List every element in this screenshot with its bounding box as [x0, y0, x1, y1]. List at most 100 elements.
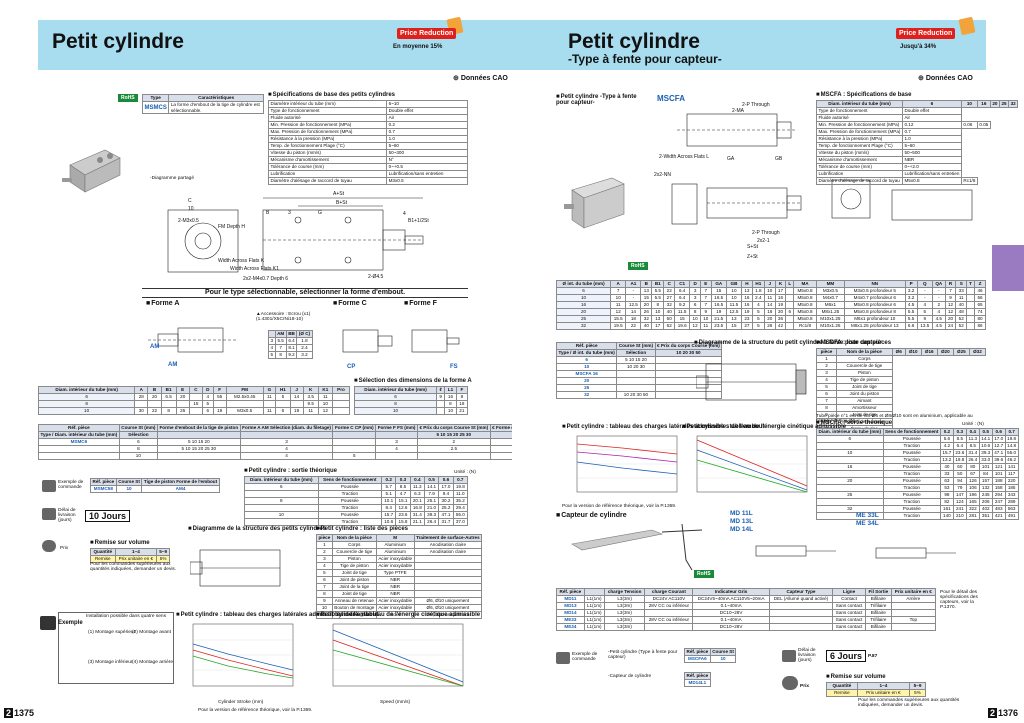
table-header-cell: Réf. pièce [90, 478, 117, 486]
table-cell: 4 [751, 301, 765, 309]
table-header-cell: Ø16 [920, 348, 938, 356]
table-cell: Traction [317, 518, 383, 526]
table-cell: 10 [244, 511, 319, 519]
table-header-cell: Diam. intérieur du tube (mm) [37, 386, 136, 394]
table-cell: 20 [555, 308, 612, 316]
cad-link[interactable]: Données CAO [918, 74, 973, 82]
table-cell: 322 [965, 505, 980, 513]
table-cell: 220 [1004, 477, 1019, 485]
table-cell: Résistance à la pression (MPa) [267, 135, 388, 143]
table-cell: 10 [37, 407, 136, 415]
table-cell: 4.2 [939, 442, 954, 450]
table-cell: Poussée [317, 483, 383, 491]
table-header-cell: ℓ [436, 386, 446, 394]
cad-link[interactable]: Données CAO [453, 74, 508, 82]
capteur-model: ME 33L [856, 512, 879, 519]
table-cell: 25 [555, 384, 618, 392]
table-cell: M3x0.5 [225, 407, 264, 415]
table-cell: M8x1.25 [815, 308, 846, 316]
table-cell [436, 400, 446, 408]
table-header-cell: 0.4 [965, 428, 980, 436]
table-cell: 0.12 [901, 121, 962, 129]
svg-text:2x2-M4x0.7 Depth 6: 2x2-M4x0.7 Depth 6 [243, 276, 288, 282]
table-header-cell: F [212, 386, 227, 394]
table-cell: 6~10 [386, 100, 468, 108]
table-cell: 12 [689, 322, 701, 330]
table-cell: 8 [316, 590, 333, 598]
table-cell: 0~+2.0 [901, 163, 962, 171]
table-cell: L1(1m) [583, 595, 605, 603]
table-cell: Prix unitaire en € [114, 555, 158, 563]
table-cell [262, 400, 277, 408]
table-header-cell: Ø32 [968, 348, 987, 356]
table-cell: 18 [455, 400, 469, 408]
table-cell: 5.5 [274, 337, 287, 345]
table-header-cell: 0.4 [409, 476, 425, 484]
table-cell: 157 [978, 477, 993, 485]
table-cell: 19.8 [452, 483, 469, 491]
table-cell: Poussée [882, 505, 941, 513]
table-cell: M10x1.25 [815, 315, 846, 323]
table-cell: 53 [939, 484, 954, 492]
table-cell: 101 [978, 463, 993, 471]
table-header-cell: H [741, 280, 753, 288]
table-cell [785, 322, 795, 330]
table-cell: 12 [944, 308, 957, 316]
table-cell: 11 [955, 294, 968, 302]
table-cell: Double effet [901, 107, 962, 115]
table-cell: 3 [239, 438, 334, 446]
table-cell: 42 [774, 322, 787, 330]
table-cell: 25 [555, 315, 612, 323]
table-cell: 188 [991, 477, 1006, 485]
table-header-cell: F [455, 386, 469, 394]
table-cell: 1.0 [386, 135, 468, 143]
table-cell: 16 [555, 301, 612, 309]
table-header-cell: B [640, 280, 653, 288]
lat-note: Pour la version de référence théorique, … [562, 504, 677, 509]
table-cell: 9 [699, 308, 712, 316]
table-cell: 37.0 [452, 518, 469, 526]
table-cell: DC10~28V [692, 623, 770, 631]
table-cell: 4.5 [931, 322, 946, 330]
table-cell: 8 [444, 400, 457, 408]
table-cell: 19.6 [674, 322, 691, 330]
table-cell: 210 [952, 512, 967, 520]
table-cell [175, 400, 190, 408]
table-cell: 24 [944, 322, 957, 330]
table-cell: 50~500 [901, 149, 962, 157]
table-row: Tolérance de course (mm)0~+2.0 [816, 163, 1018, 171]
table-header-cell: 0.6 [438, 476, 454, 484]
table-cell: 14.1 [423, 483, 440, 491]
table-cell: 14.8 [1004, 442, 1019, 450]
table-cell [416, 452, 491, 460]
table-cell: Couvercle de tige [835, 362, 893, 370]
svg-text:AM: AM [150, 344, 159, 350]
table-cell: 5.5 [651, 287, 665, 295]
table-cell: 5 [332, 452, 377, 460]
table-cell: Diamètre d'alésage de raccord de tuyau [816, 177, 903, 185]
table-cell: 23 [741, 315, 753, 323]
table-cell: L3(3m) [603, 602, 646, 610]
table-cell: - [931, 294, 946, 302]
table-cell [768, 623, 834, 631]
table-cell [616, 377, 656, 385]
accessoire-note: ▲Accessoire : Ecrou (x1) (1.4301/X5CrNi1… [256, 312, 311, 322]
table-cell: M3x0.5 profondeur 5 [844, 287, 906, 295]
table-header-cell: GA [710, 280, 727, 288]
table-cell: 165 [965, 498, 980, 506]
table-cell: M5x0.8 [793, 294, 817, 302]
force-unit: Unité : (N) [962, 422, 984, 427]
mount-box [58, 612, 174, 684]
